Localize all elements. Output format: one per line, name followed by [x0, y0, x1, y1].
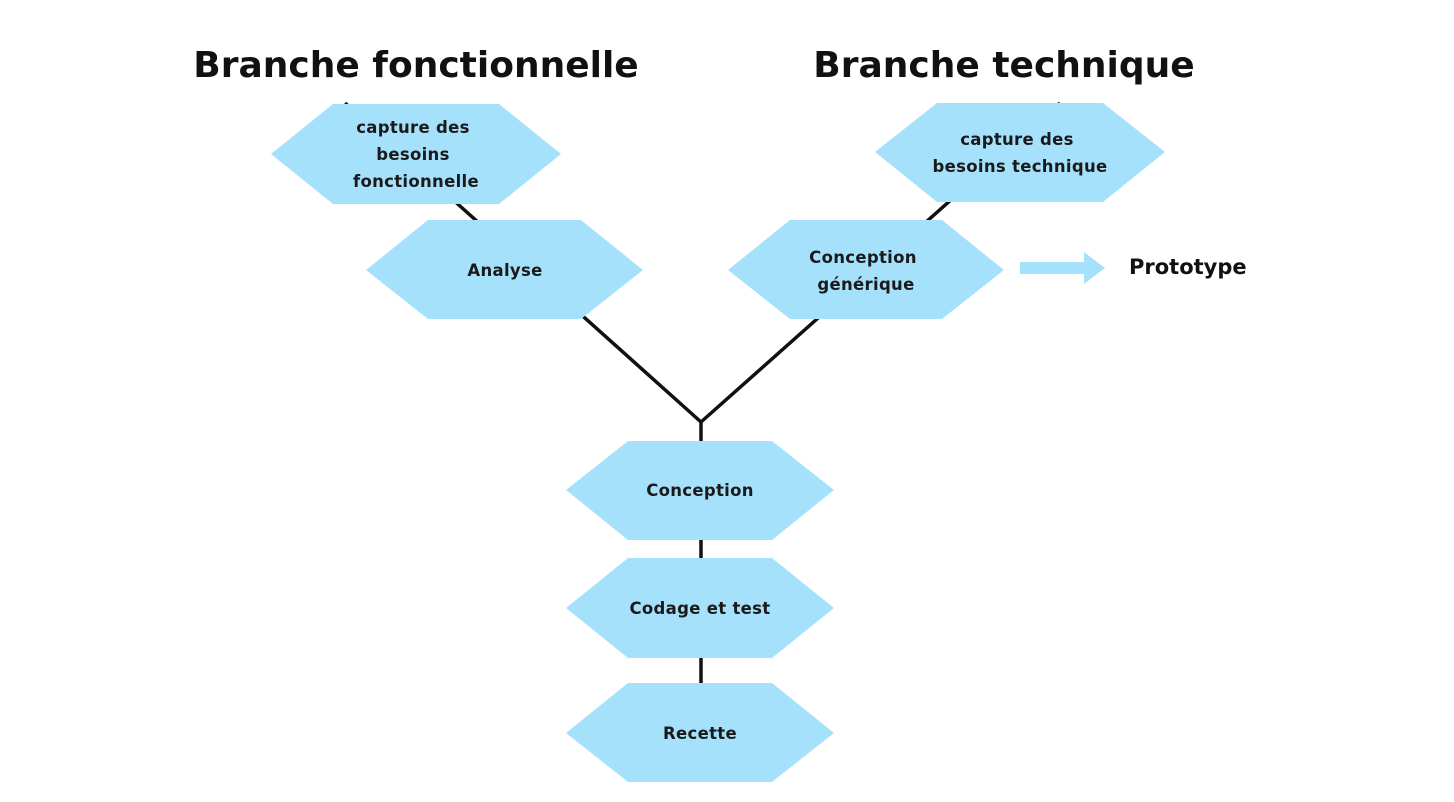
codage-test-label: Codage et test	[630, 599, 771, 618]
recette-node: Recette	[566, 683, 834, 782]
capture-fonctionnelle-node: capture des besoins fonctionnelle	[271, 104, 561, 204]
conception-shape	[566, 441, 834, 540]
codage-test-shape	[566, 558, 834, 658]
capture-technique-shape	[875, 103, 1165, 202]
prototype-arrow-icon	[1020, 252, 1105, 284]
capture-technique-node: capture des besoins technique	[875, 103, 1165, 202]
conception-generique-label: Conception générique	[809, 248, 923, 294]
conception-label: Conception	[646, 481, 754, 500]
analyse-node: Analyse	[366, 220, 643, 319]
conception-generique-node: Conception générique	[728, 220, 1004, 319]
conception-generique-shape	[728, 220, 1004, 319]
technical-branch-title: Branche technique	[813, 45, 1194, 86]
capture-technique-label: capture des besoins technique	[933, 130, 1108, 176]
codage-test-node: Codage et test	[566, 558, 834, 658]
functional-branch-title: Branche fonctionnelle	[193, 45, 638, 86]
prototype-label: Prototype	[1129, 255, 1247, 279]
recette-label: Recette	[663, 724, 737, 743]
capture-fonctionnelle-shape	[271, 104, 561, 204]
recette-shape	[566, 683, 834, 782]
analyse-shape	[366, 220, 643, 319]
capture-fonctionnelle-label: capture des besoins fonctionnelle	[353, 118, 479, 191]
analyse-label: Analyse	[467, 261, 542, 280]
conception-node: Conception	[566, 441, 834, 540]
